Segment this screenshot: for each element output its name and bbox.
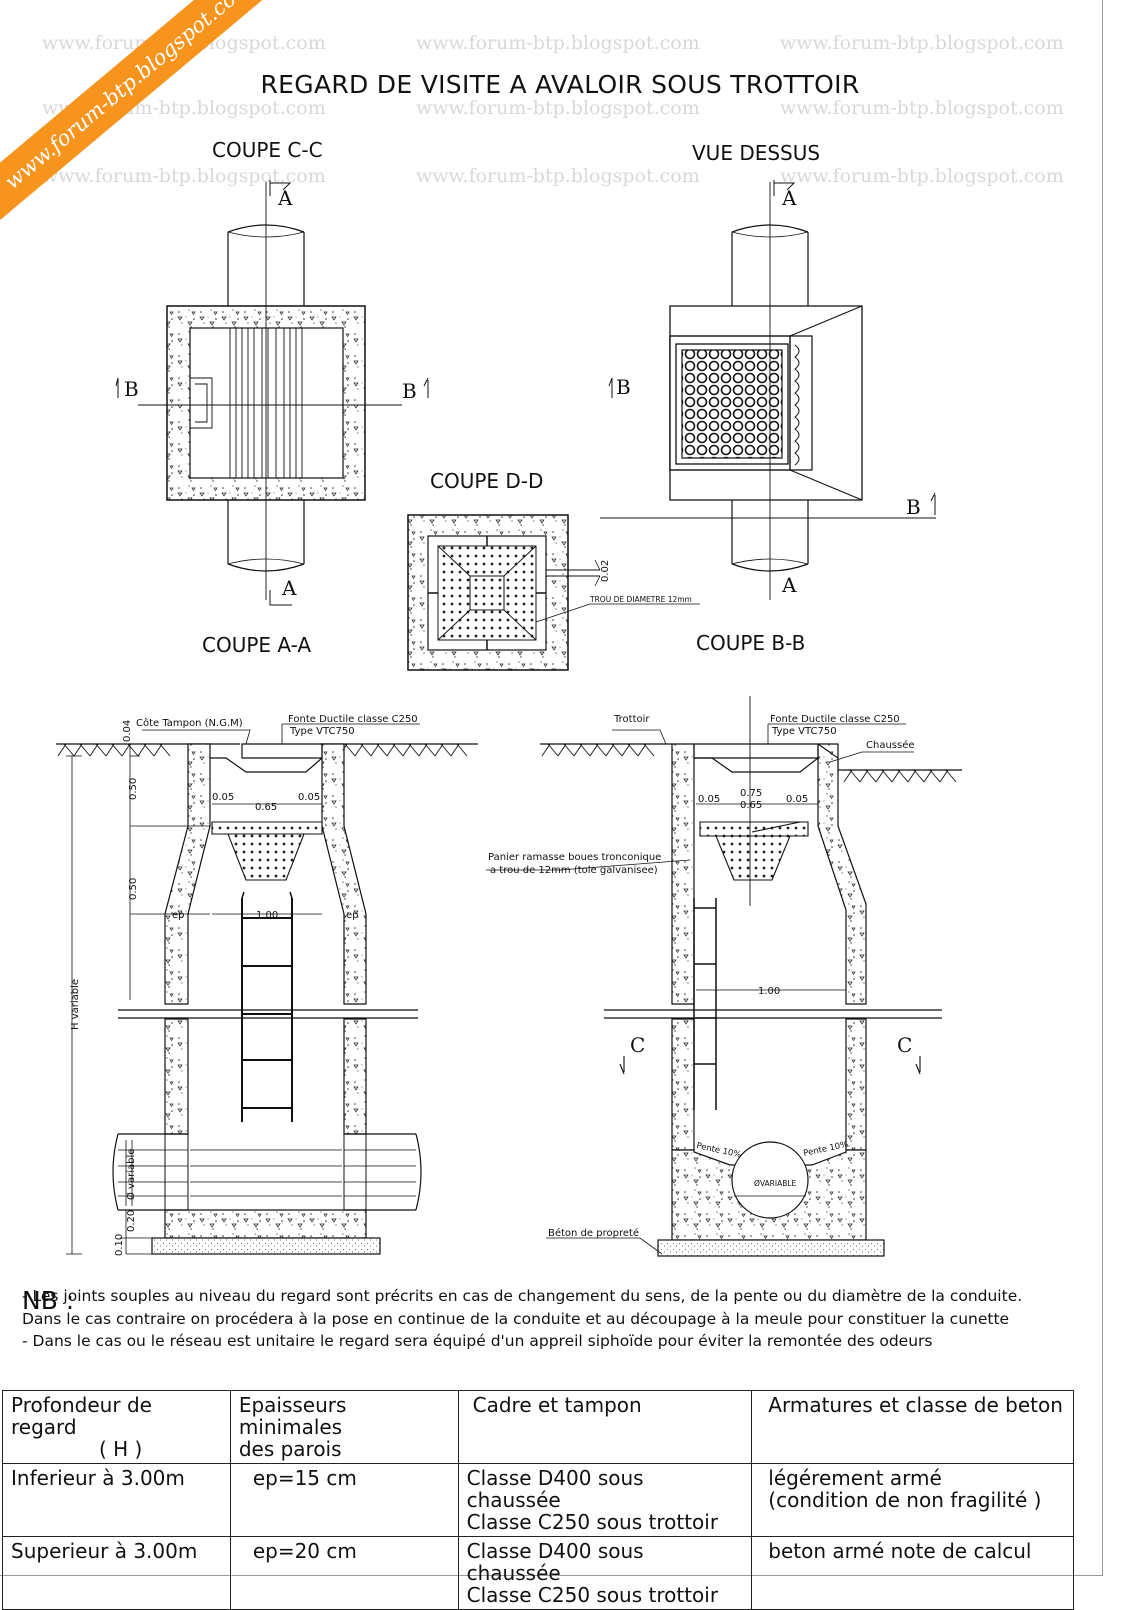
cell-profondeur-text: Superieur à 3.00m [11,1539,198,1563]
aa-dim-050b: 0.50 [128,878,139,900]
marker-a-vd-top: A [781,186,797,210]
page-title: REGARD DE VISITE A AVALOIR SOUS TROTTOIR [260,70,860,99]
header-cadre-line1: Cadre et tampon [472,1393,642,1417]
title-vue-dessus: VUE DESSUS [692,141,821,165]
view-coupe-aa [56,723,478,1255]
header-cadre: Cadre et tampon [457,1390,753,1464]
cell-profondeur-text: Inferieur à 3.00m [11,1466,185,1490]
bb-fonte: Fonte Ductile classe C250 [770,714,900,725]
bb-panier-2: a trou de 12mm (tole galvanisee) [490,865,658,876]
aa-type: Type VTC750 [289,726,355,737]
aa-ep-left: ep [172,910,185,921]
aa-d-variable: Ø variable [125,1149,137,1200]
table-header-row: Profondeur de regard ( H ) Epaisseurs mi… [2,1390,1074,1464]
bb-ovariable: ØVARIABLE [754,1179,797,1188]
header-profondeur: Profondeur de regard ( H ) [2,1390,231,1464]
aa-dim-020: 0.20 [126,1210,137,1232]
watermark: www.forum-btp.blogspot.com [42,165,326,187]
cell-epaisseur: ep=20 cm [229,1536,459,1610]
watermark: www.forum-btp.blogspot.com [416,97,700,119]
marker-a-vd-bottom: A [781,573,797,597]
spec-table: Profondeur de regard ( H ) Epaisseurs mi… [2,1390,1074,1610]
aa-dim-005-right: 0.05 [298,792,320,803]
aa-dim-050: 0.50 [128,778,139,800]
aa-ep-right: ep [346,910,359,921]
view-vue-dessus [600,180,936,600]
cell-cadre: Classe D400 sous chaussée Classe C250 so… [457,1463,753,1537]
cell-epaisseur-text: ep=20 cm [252,1539,357,1563]
title-coupe-dd: COUPE D-D [430,469,544,493]
dd-thickness-label: 0.02 [600,560,611,582]
cell-epaisseur: ep=15 cm [229,1463,459,1537]
cell-cadre-line1: Classe D400 sous chaussée [466,1466,644,1512]
cell-cadre-line2: Classe C250 sous trottoir [466,1583,719,1607]
aa-h-variable: H variable [70,979,81,1030]
aa-dim-005-left: 0.05 [212,792,234,803]
watermark: www.forum-btp.blogspot.com [780,32,1064,54]
aa-dim-100: 1.00 [256,910,278,921]
bb-dim-100: 1.00 [758,986,780,997]
view-coupe-bb [486,696,962,1257]
header-epaisseurs: Epaisseurs minimales des parois [229,1390,459,1464]
nb-title: NB : [22,1286,75,1315]
cell-epaisseur-text: ep=15 cm [252,1466,357,1490]
marker-b-cc-right: B [402,379,417,403]
cell-armatures-line1: légérement armé [768,1466,942,1490]
bb-chaussee: Chaussée [866,739,915,751]
bb-dim-005-right: 0.05 [786,794,808,805]
bb-type: Type VTC750 [771,726,837,737]
watermark: www.forum-btp.blogspot.com [416,165,700,187]
title-coupe-cc: COUPE C-C [212,138,323,162]
bb-dim-075: 0.75 [740,788,762,799]
nb-line-3: - Dans le cas ou le réseau est unitaire … [22,1332,933,1350]
header-profondeur-line2: ( H ) [99,1437,143,1461]
marker-a-cc-top: A [277,186,293,210]
marker-b-cc-left: B [124,377,139,401]
watermark: www.forum-btp.blogspot.com [780,97,1064,119]
aa-dim-004: 0.04 [122,720,133,742]
aa-fonte: Fonte Ductile classe C250 [288,714,418,725]
cell-cadre: Classe D400 sous chaussée Classe C250 so… [457,1536,753,1610]
cell-cadre-line1: Classe D400 sous chaussée [466,1539,644,1585]
table-row: Superieur à 3.00m ep=20 cm Classe D400 s… [2,1536,1074,1610]
table-row: Inferieur à 3.00m ep=15 cm Classe D400 s… [2,1463,1074,1537]
marker-c-right: C [897,1033,912,1057]
title-coupe-bb: COUPE B-B [696,631,806,655]
bb-beton: Béton de propreté [548,1227,639,1239]
aa-dim-010: 0.10 [114,1234,125,1256]
watermark: www.forum-btp.blogspot.com [780,165,1064,187]
marker-c-left: C [630,1033,645,1057]
bb-trottoir: Trottoir [613,714,650,725]
cell-armatures: beton armé note de calcul [751,1536,1074,1610]
marker-b-vd-left: B [616,375,631,399]
cell-profondeur: Superieur à 3.00m [2,1536,231,1610]
dd-hole-label: TROU DE DIAMETRE 12mm [589,595,692,604]
title-coupe-aa: COUPE A-A [202,633,312,657]
header-epaisseurs-line1: Epaisseurs minimales [238,1393,347,1439]
nb-line-2: Dans le cas contraire on procédera à la … [22,1310,1010,1328]
header-armatures: Armatures et classe de beton [751,1390,1074,1464]
cell-profondeur: Inferieur à 3.00m [2,1463,231,1537]
cell-cadre-line2: Classe C250 sous trottoir [466,1510,719,1534]
watermark: www.forum-btp.blogspot.com [416,32,700,54]
bb-dim-005-left: 0.05 [698,794,720,805]
header-epaisseurs-line2: des parois [238,1437,342,1461]
view-coupe-cc [115,180,429,606]
nb-line-1: - Les joints souples au niveau du regard… [22,1287,1023,1305]
aa-dim-065: 0.65 [255,802,277,813]
view-coupe-dd [407,514,700,671]
header-armatures-line1: Armatures et classe de beton [768,1393,1063,1417]
cell-armatures: légérement armé (condition de non fragil… [751,1463,1074,1537]
cell-armatures-line2: (condition de non fragilité ) [768,1488,1042,1512]
header-profondeur-line1: Profondeur de regard [11,1393,152,1439]
marker-a-cc-bottom: A [281,576,297,600]
marker-b-vd-right: B [906,495,921,519]
bb-panier-1: Panier ramasse boues tronconique [488,852,661,863]
bb-dim-065: 0.65 [740,800,762,811]
aa-cote-tampon: Côte Tampon (N.G.M) [136,717,243,729]
cell-armatures-line1: beton armé note de calcul [768,1539,1032,1563]
